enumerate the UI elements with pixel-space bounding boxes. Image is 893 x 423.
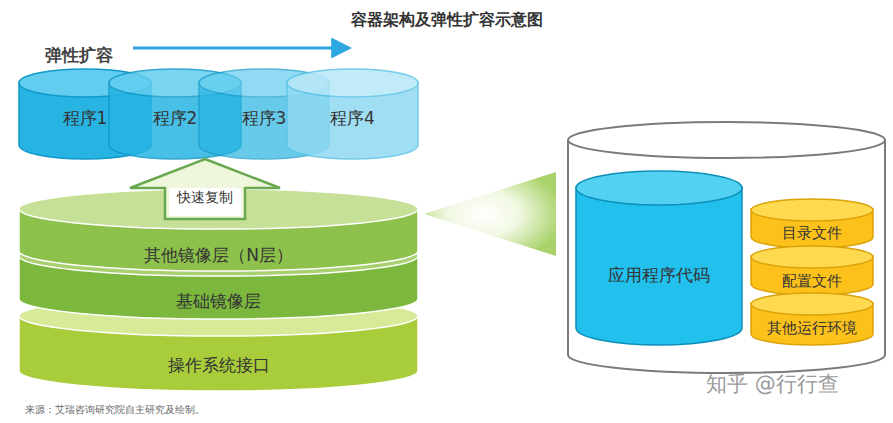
cylinder-top bbox=[751, 246, 873, 268]
file-cylinder: 其他运行环境 bbox=[750, 292, 874, 346]
outer-container-cylinder bbox=[568, 122, 885, 373]
zoom-beam bbox=[424, 172, 556, 256]
watermark: 知乎 @行行查 bbox=[706, 370, 839, 398]
node-label: 快速复制 bbox=[128, 189, 282, 206]
program-cylinder: 程序4 bbox=[286, 68, 419, 160]
scale-arrow bbox=[133, 47, 348, 50]
node-label: 应用程序代码 bbox=[575, 265, 743, 285]
node-label: 程序4 bbox=[286, 108, 419, 128]
node-outline bbox=[575, 170, 743, 346]
title: 容器架构及弹性扩容示意图 bbox=[0, 10, 893, 31]
node-label: 配置文件 bbox=[750, 272, 874, 290]
node-label: 其他镜像层（N层） bbox=[18, 245, 419, 265]
scale-label: 弹性扩容 bbox=[45, 44, 113, 67]
file-cylinder: 配置文件 bbox=[750, 245, 874, 296]
cylinder-top bbox=[751, 293, 873, 315]
code-cylinder: 应用程序代码 bbox=[575, 170, 743, 346]
node-outline bbox=[128, 158, 282, 220]
cylinder-top bbox=[19, 236, 418, 276]
cylinder-top bbox=[576, 171, 742, 205]
cylinder-top bbox=[19, 296, 418, 336]
cylinder-body bbox=[576, 187, 742, 345]
cylinder-top bbox=[287, 69, 418, 97]
node-label: 操作系统接口 bbox=[18, 355, 419, 375]
source-note: 来源：艾瑞咨询研究院自主研究及绘制。 bbox=[25, 403, 205, 417]
cylinder-body bbox=[19, 255, 418, 319]
node-label: 其他运行环境 bbox=[750, 319, 874, 337]
cylinder-top bbox=[19, 189, 418, 229]
node-label: 目录文件 bbox=[750, 224, 874, 242]
cylinder-top bbox=[751, 199, 873, 221]
file-cylinder: 目录文件 bbox=[750, 198, 874, 249]
node-label: 基础镜像层 bbox=[18, 291, 419, 311]
copy-arrow: 快速复制 bbox=[128, 158, 282, 220]
